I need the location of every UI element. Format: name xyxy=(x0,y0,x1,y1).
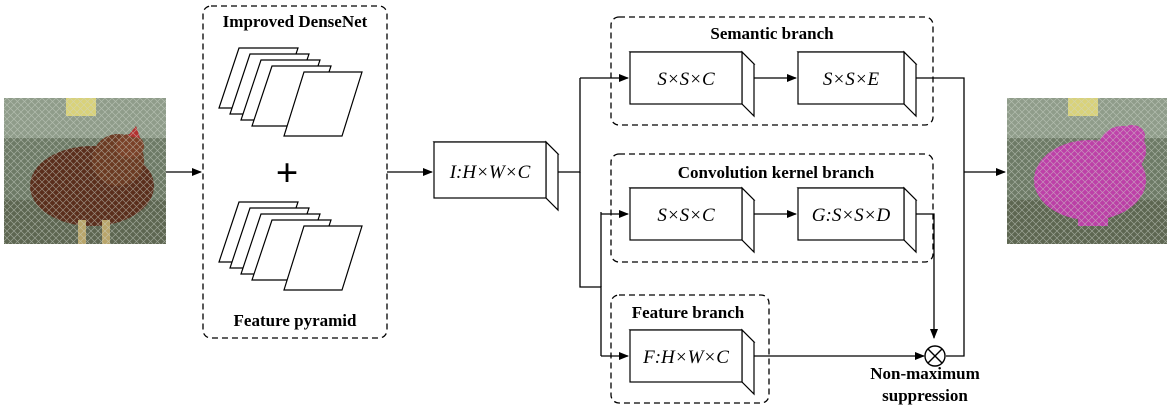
tensor-to-semantic-trunk xyxy=(558,78,581,173)
semantic-box-1: S×S×C xyxy=(628,50,756,118)
backbone-box xyxy=(202,5,388,339)
arrow-kernel-to-nms xyxy=(916,213,938,339)
densenet-feature-maps xyxy=(218,47,363,137)
nms-label-line-2: suppression xyxy=(882,386,968,405)
kernel-branch-box xyxy=(610,153,934,263)
semantic-branch-box xyxy=(610,16,934,126)
kernel-branch-title: Convolution kernel branch xyxy=(678,163,875,182)
kernel-box-1-label: S×S×C xyxy=(657,205,715,226)
pyramid-feature-maps xyxy=(218,201,363,291)
kernel-box-2: G:S×S×D xyxy=(796,186,918,254)
input-photo xyxy=(4,98,166,244)
connectors xyxy=(166,74,1006,360)
semantic-box-1-label: S×S×C xyxy=(657,69,715,90)
semantic-branch-title: Semantic branch xyxy=(710,24,834,43)
plus-symbol: + xyxy=(276,150,299,195)
output-photo xyxy=(1007,98,1167,244)
input-tensor-label: I:H×W×C xyxy=(449,162,531,183)
feature-branch-title: Feature branch xyxy=(632,303,745,322)
tensor-to-lower-trunk xyxy=(579,172,602,356)
semantic-box-2: S×S×E xyxy=(796,50,918,118)
semantic-to-merge xyxy=(916,77,965,357)
pyramid-label: Feature pyramid xyxy=(234,311,357,330)
nms-label-line-1: Non-maximum xyxy=(870,364,980,383)
densenet-label: Improved DenseNet xyxy=(223,12,368,31)
input-tensor-box: I:H×W×C xyxy=(432,140,560,212)
kernel-box-1: S×S×C xyxy=(628,186,756,254)
feature-branch-box xyxy=(610,294,770,404)
semantic-box-2-label: S×S×E xyxy=(823,69,880,90)
nms-operator xyxy=(924,345,946,367)
feature-box-1: F:H×W×C xyxy=(628,328,756,396)
kernel-box-2-label: G:S×S×D xyxy=(812,205,891,226)
feature-box-1-label: F:H×W×C xyxy=(642,347,729,368)
